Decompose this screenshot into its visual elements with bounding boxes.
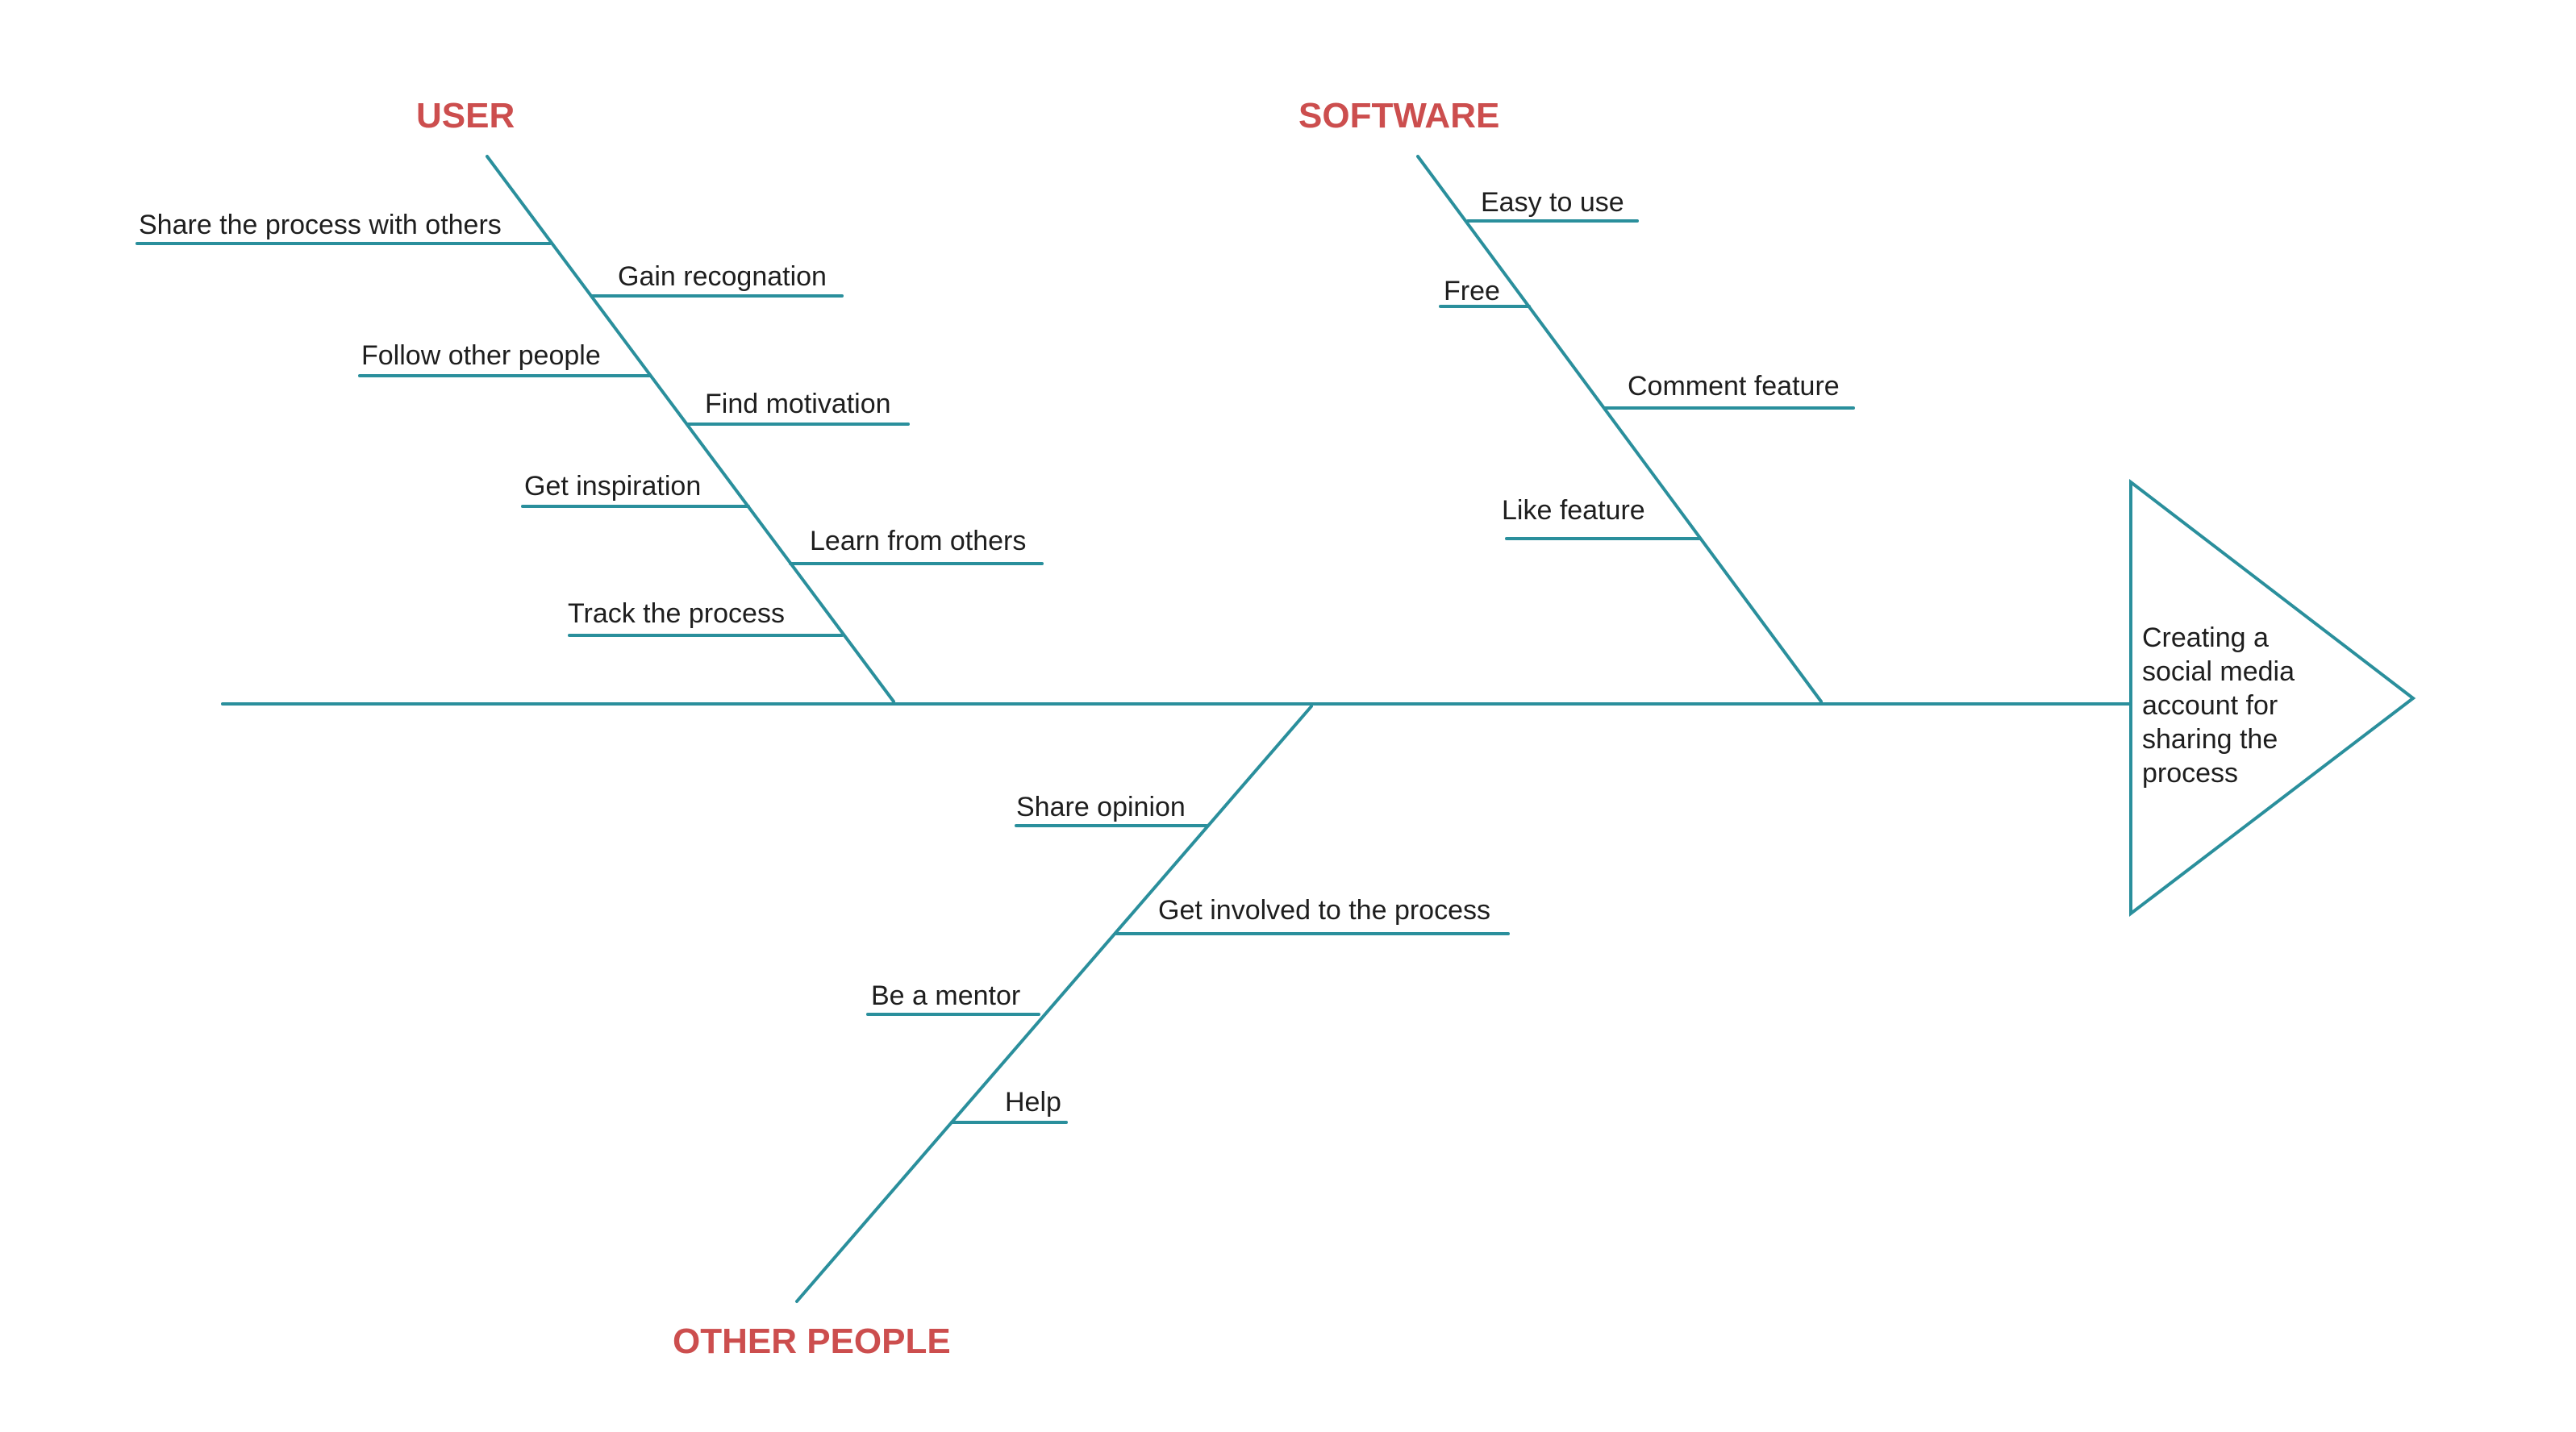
effect-head: [2129, 478, 2416, 918]
category-label-user: USER: [416, 96, 515, 135]
cause-label: Free: [1444, 276, 1500, 306]
user-bone: [486, 155, 895, 703]
cause-label: Help: [1005, 1087, 1061, 1118]
software-bone: [1416, 155, 1823, 703]
other-people-bone: [795, 705, 1313, 1303]
category-label-software: SOFTWARE: [1298, 96, 1500, 135]
cause-label: Share opinion: [1016, 792, 1186, 822]
cause-label: Get involved to the process: [1158, 895, 1491, 926]
cause-label: Get inspiration: [524, 471, 702, 502]
cause-label: Follow other people: [361, 340, 601, 371]
category-label-other-people: OTHER PEOPLE: [673, 1322, 951, 1361]
effect-label: Creating a social media account for shar…: [2142, 622, 2295, 789]
cause-label: Like feature: [1502, 495, 1645, 526]
cause-label: Learn from others: [810, 526, 1027, 556]
cause-label: Track the process: [568, 598, 785, 629]
cause-label: Easy to use: [1481, 187, 1624, 218]
cause-label: Gain recognation: [618, 261, 827, 292]
cause-label: Comment feature: [1628, 371, 1840, 402]
cause-label: Find motivation: [705, 389, 891, 419]
cause-label: Be a mentor: [871, 980, 1021, 1011]
cause-label: Share the process with others: [139, 210, 502, 240]
